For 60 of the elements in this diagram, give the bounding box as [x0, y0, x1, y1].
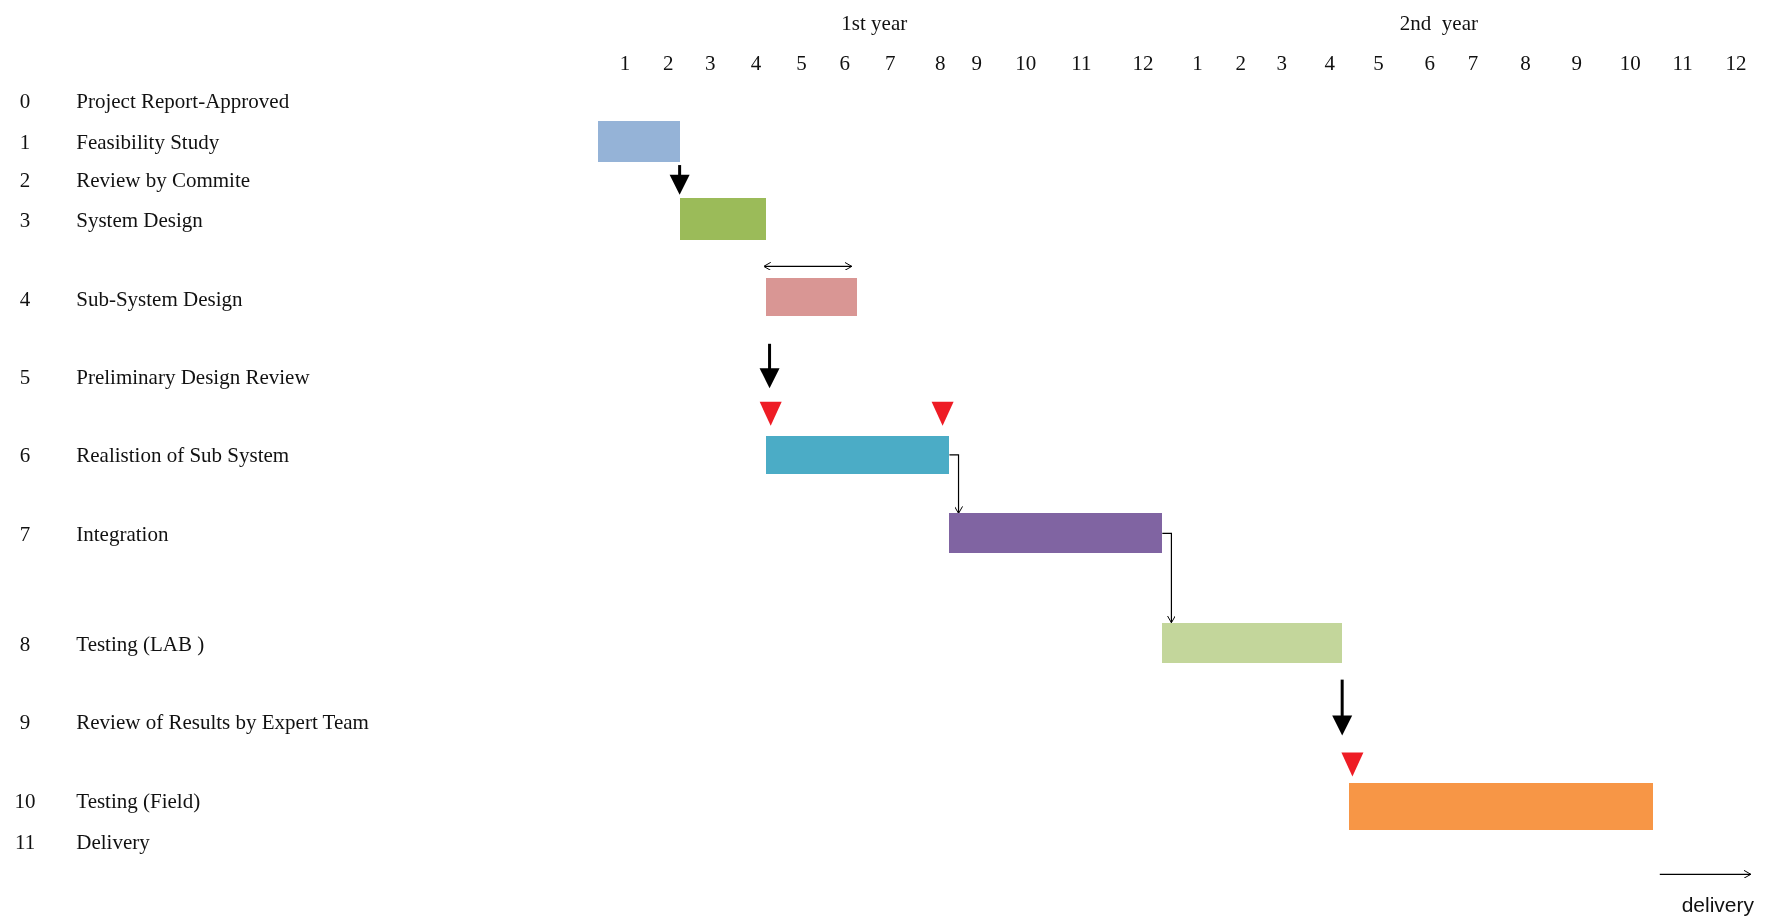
- month-number: 6: [1424, 52, 1436, 74]
- task-number: 3: [19, 209, 31, 231]
- month-number: 3: [1276, 52, 1288, 74]
- connector-arrow: [948, 454, 964, 514]
- task-number: 8: [19, 633, 31, 655]
- month-number: 10: [1015, 52, 1037, 74]
- task-number: 6: [19, 444, 31, 466]
- month-number: 11: [1672, 52, 1693, 74]
- task-number: 0: [19, 90, 31, 112]
- year-heading: 2nd year: [1399, 12, 1478, 34]
- task-name: Preliminary Design Review: [76, 366, 310, 388]
- month-number: 4: [750, 52, 762, 74]
- month-number: 1: [619, 52, 631, 74]
- month-number: 7: [884, 52, 896, 74]
- task-name: Feasibility Study: [76, 131, 220, 153]
- month-number: 5: [1373, 52, 1384, 74]
- task-name: Testing (LAB ): [76, 633, 205, 655]
- task-bar: [1162, 622, 1343, 663]
- connector-arrow: [1161, 532, 1176, 624]
- task-number: 7: [19, 523, 31, 545]
- task-bar: [766, 436, 950, 474]
- task-bar: [679, 198, 767, 241]
- task-name: Review of Results by Expert Team: [76, 711, 369, 733]
- task-name: Delivery: [76, 831, 150, 853]
- task-bar: [1349, 783, 1653, 830]
- month-number: 9: [971, 52, 982, 74]
- month-number: 1: [1192, 52, 1203, 74]
- month-number: 2: [1235, 52, 1247, 74]
- month-number: 5: [796, 52, 807, 74]
- task-name: Sub-System Design: [76, 288, 243, 310]
- month-number: 9: [1571, 52, 1582, 74]
- task-number: 1: [19, 131, 31, 153]
- task-name: Project Report-Approved: [76, 90, 290, 112]
- month-number: 12: [1725, 52, 1747, 74]
- month-number: 6: [839, 52, 850, 74]
- task-number: 2: [19, 169, 31, 191]
- year-heading: 1st year: [841, 12, 908, 34]
- delivery-label: delivery: [1681, 893, 1755, 915]
- month-number: 11: [1071, 52, 1092, 74]
- task-number: 5: [19, 366, 31, 388]
- task-name: Realistion of Sub System: [76, 444, 290, 466]
- month-number: 12: [1132, 52, 1154, 74]
- task-number: 10: [14, 790, 36, 812]
- month-number: 10: [1619, 52, 1641, 74]
- month-number: 8: [1520, 52, 1531, 74]
- task-number: 9: [19, 711, 31, 733]
- month-number: 3: [705, 52, 716, 74]
- month-number: 4: [1324, 52, 1335, 74]
- task-name: System Design: [76, 209, 203, 231]
- task-name: Integration: [76, 523, 169, 545]
- task-bar: [597, 120, 680, 162]
- task-name: Review by Commite: [76, 169, 251, 191]
- task-bar: [949, 513, 1163, 554]
- task-number: 4: [19, 288, 31, 310]
- month-number: 8: [935, 52, 946, 74]
- task-number: 11: [14, 831, 36, 853]
- task-bar: [766, 277, 858, 317]
- month-number: 7: [1467, 52, 1479, 74]
- task-name: Testing (Field): [76, 790, 201, 812]
- month-number: 2: [663, 52, 674, 74]
